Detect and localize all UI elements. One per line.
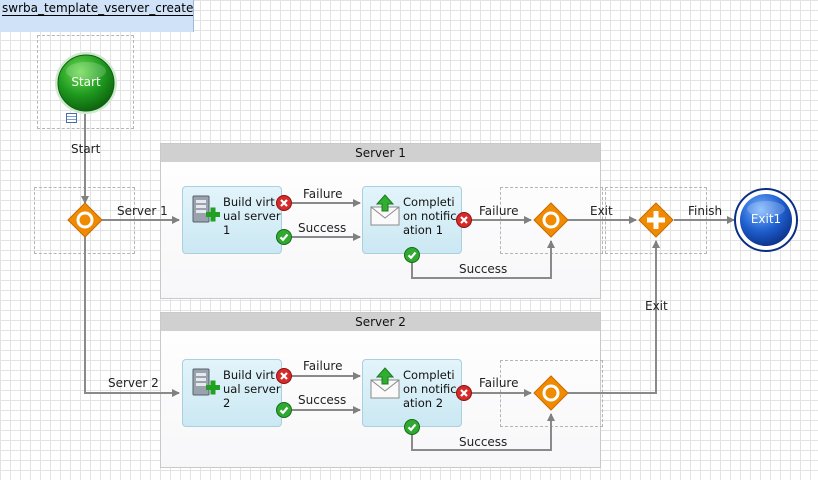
edge-exit-2 [568, 240, 660, 394]
exit-node[interactable]: Exit1 [734, 188, 798, 252]
edge-label-exit: Exit [645, 299, 668, 313]
server-plus-icon [190, 367, 222, 401]
parallel-merge-gateway[interactable] [638, 202, 674, 238]
edge-label-success: Success [459, 435, 508, 449]
edge-notify2-success [411, 413, 555, 451]
edge-label-server-2: Server 2 [108, 376, 159, 390]
edge-label-server-1: Server 1 [117, 204, 168, 218]
edge-label-exit: Exit [590, 204, 613, 218]
edge-server-2 [84, 237, 180, 397]
task-build-virtual-server-2[interactable]: Build virtual server 2 [182, 359, 282, 427]
branch-gateway[interactable] [67, 202, 103, 238]
edge-label-start: Start [71, 142, 101, 156]
start-node[interactable]: Start [54, 51, 118, 115]
edge-label-finish: Finish [688, 204, 723, 218]
table-icon[interactable] [66, 113, 77, 123]
red-x-icon[interactable] [276, 195, 292, 211]
green-check-icon[interactable] [276, 229, 292, 245]
server-plus-icon [190, 194, 222, 228]
mail-upload-icon [368, 193, 402, 227]
task-label: Build virtual server 2 [223, 368, 281, 410]
red-x-icon[interactable] [276, 368, 292, 384]
task-completion-notification-1[interactable]: Completion notification 1 [362, 186, 462, 254]
green-check-icon[interactable] [404, 419, 420, 435]
lane-title: Server 2 [161, 313, 600, 331]
task-label: Completion notification 2 [403, 368, 457, 410]
task-label: Build virtual server 1 [223, 195, 281, 237]
tab-title: swrba_template_vserver_create [2, 1, 194, 16]
exit-node-label: Exit1 [750, 212, 782, 226]
red-x-icon[interactable] [456, 385, 472, 401]
task-completion-notification-2[interactable]: Completion notification 2 [362, 359, 462, 427]
lane-title: Server 1 [161, 144, 600, 162]
task-build-virtual-server-1[interactable]: Build virtual server 1 [182, 186, 282, 254]
gateway-1[interactable] [533, 202, 569, 238]
start-node-label: Start [71, 75, 101, 89]
diagram-tab[interactable]: swrba_template_vserver_create [0, 0, 194, 32]
red-x-icon[interactable] [456, 212, 472, 228]
mail-upload-icon [368, 366, 402, 400]
edge-label-success: Success [459, 262, 508, 276]
task-label: Completion notification 1 [403, 195, 457, 237]
gateway-2[interactable] [533, 375, 569, 411]
green-check-icon[interactable] [276, 402, 292, 418]
edge-label-failure: Failure [479, 204, 519, 218]
edge-label-failure: Failure [479, 376, 519, 390]
edge-label-success: Success [298, 393, 347, 407]
edge-label-failure: Failure [303, 359, 343, 373]
edge-notify1-success [411, 240, 555, 279]
green-check-icon[interactable] [404, 247, 420, 263]
edge-label-success: Success [298, 221, 347, 235]
edge-label-failure: Failure [303, 187, 343, 201]
